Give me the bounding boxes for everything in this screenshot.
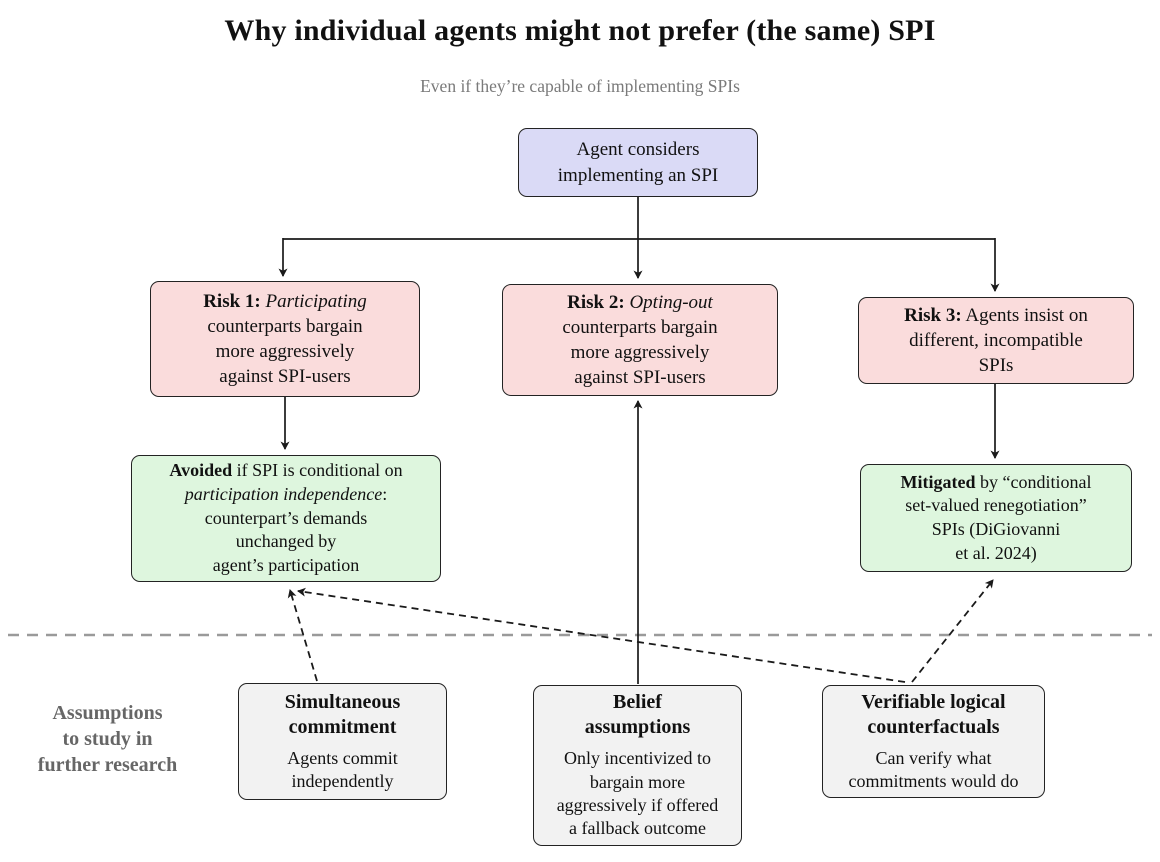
- node-risk2: Risk 2: Opting-out counterparts bargain …: [502, 284, 778, 396]
- node-belief-assumptions: Belief assumptions Only incentivized to …: [533, 685, 742, 846]
- dashed-arrow-simultaneous-to-avoided: [287, 589, 318, 682]
- node-risk1: Risk 1: Participating counterparts barga…: [150, 281, 420, 397]
- simultaneous-commitment-title: Simultaneous commitment: [284, 690, 401, 738]
- node-agent-text: Agent considers implementing an SPI: [557, 139, 719, 186]
- node-risk2-text: counterparts bargain more aggressively a…: [562, 316, 718, 389]
- node-risk3-text: different, incompatible SPIs: [909, 329, 1083, 377]
- node-risk2-headline: Risk 2: Opting-out: [567, 290, 713, 315]
- node-avoided-text: counterpart’s demands unchanged by agent…: [204, 507, 368, 576]
- belief-assumptions-body: Only incentivized to bargain more aggres…: [556, 748, 719, 839]
- avoided-label: Avoided: [169, 460, 233, 481]
- node-avoided-line1: Avoided if SPI is conditional on: [169, 459, 402, 483]
- node-mitigated-line1: Mitigated by “conditional: [901, 471, 1092, 495]
- belief-assumptions-title: Belief assumptions: [584, 691, 691, 739]
- mitigated-label: Mitigated: [900, 471, 976, 492]
- risk2-label: Risk 2:: [567, 291, 625, 313]
- node-risk3: Risk 3: Agents insist on different, inco…: [858, 297, 1134, 384]
- node-mitigated: Mitigated by “conditional set-valued ren…: [860, 464, 1132, 572]
- risk2-emphasis: Opting-out: [624, 291, 713, 313]
- node-simultaneous-commitment: Simultaneous commitment Agents commit in…: [238, 683, 447, 800]
- node-risk1-headline: Risk 1: Participating: [203, 289, 367, 314]
- node-avoided: Avoided if SPI is conditional on partici…: [131, 455, 441, 582]
- node-verifiable-logical-counterfactuals: Verifiable logical counterfactuals Can v…: [822, 685, 1045, 798]
- node-risk3-headline: Risk 3: Agents insist on: [904, 303, 1088, 328]
- dashed-arrow-verifiable-to-avoided: [297, 587, 906, 683]
- side-label-assumptions: Assumptions to study in further research: [37, 702, 178, 776]
- risk1-label: Risk 1:: [203, 290, 261, 312]
- verifiable-counterfactuals-title: Verifiable logical counterfactuals: [861, 690, 1006, 738]
- avoided-line1-rest: if SPI is conditional on: [232, 460, 403, 481]
- dashed-arrow-verifiable-to-mitigated: [911, 579, 994, 683]
- risk3-label: Risk 3:: [904, 304, 962, 326]
- simultaneous-commitment-body: Agents commit independently: [287, 747, 398, 791]
- avoided-line2-rest: :: [382, 483, 388, 504]
- mitigated-line1-rest: by “conditional: [975, 471, 1092, 492]
- node-agent-considers-spi: Agent considers implementing an SPI: [518, 128, 758, 197]
- node-mitigated-text: set-valued renegotiation” SPIs (DiGiovan…: [905, 495, 1087, 563]
- node-avoided-line2: participation independence:: [185, 483, 387, 507]
- risk3-headline-rest: Agents insist on: [961, 304, 1088, 326]
- risk1-emphasis: Participating: [260, 290, 367, 312]
- page-title: Why individual agents might not prefer (…: [224, 14, 936, 47]
- verifiable-counterfactuals-body: Can verify what commitments would do: [848, 747, 1019, 791]
- avoided-emphasis: participation independence: [184, 483, 383, 504]
- page-subtitle: Even if they’re capable of implementing …: [420, 76, 740, 96]
- node-risk1-text: counterparts bargain more aggressively a…: [207, 315, 363, 388]
